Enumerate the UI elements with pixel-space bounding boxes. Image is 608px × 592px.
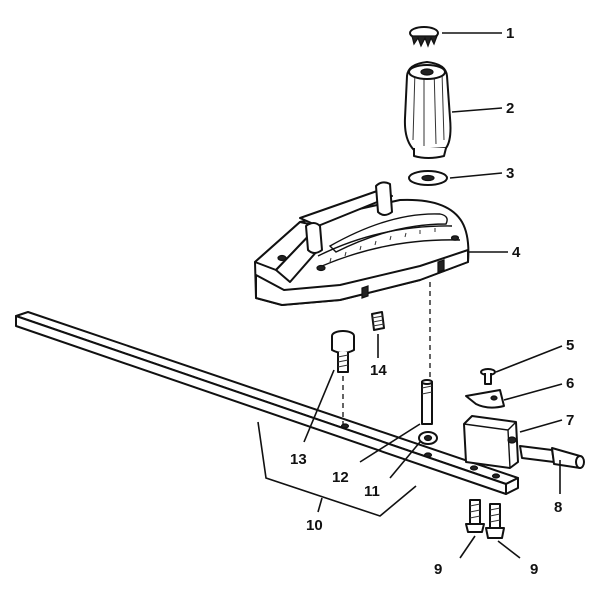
callout-7: 7 (566, 412, 574, 429)
callout-2: 2 (506, 100, 514, 117)
part-13-stop-screw (331, 330, 355, 373)
assembly-dashed-lines (342, 282, 431, 424)
callout-8: 8 (554, 499, 562, 516)
callout-3: 3 (506, 165, 514, 182)
part-11-washer (418, 431, 438, 445)
part-3-washer (408, 170, 448, 186)
part-8-lock-knob (519, 445, 585, 469)
callout-4: 4 (512, 244, 521, 261)
part-7-stop-block (463, 415, 519, 469)
part-2-handle-knob (403, 61, 452, 159)
part-9-screw-left (465, 499, 485, 533)
part-10-guide-bar (15, 311, 519, 495)
callout-9-right: 9 (530, 561, 538, 578)
callout-labels: 1 2 3 4 5 6 7 8 9 9 10 11 12 13 14 (290, 25, 574, 578)
callout-1: 1 (506, 25, 514, 42)
callout-12: 12 (332, 469, 349, 486)
leader-lines (257, 32, 563, 559)
callout-11: 11 (364, 483, 380, 500)
part-9-screw-right (485, 503, 505, 539)
part-14-set-screw (371, 311, 385, 331)
part-5-screw (480, 368, 496, 385)
part-1-cap (409, 26, 439, 48)
callout-6: 6 (566, 375, 574, 392)
callout-13: 13 (290, 451, 307, 468)
callout-10: 10 (306, 517, 323, 534)
callout-5: 5 (566, 337, 574, 354)
part-6-pointer (465, 389, 505, 409)
part-12-pivot-stud (421, 379, 433, 425)
part-4-miter-body (254, 181, 470, 306)
callout-14: 14 (370, 362, 387, 379)
callout-9-left: 9 (434, 561, 442, 578)
